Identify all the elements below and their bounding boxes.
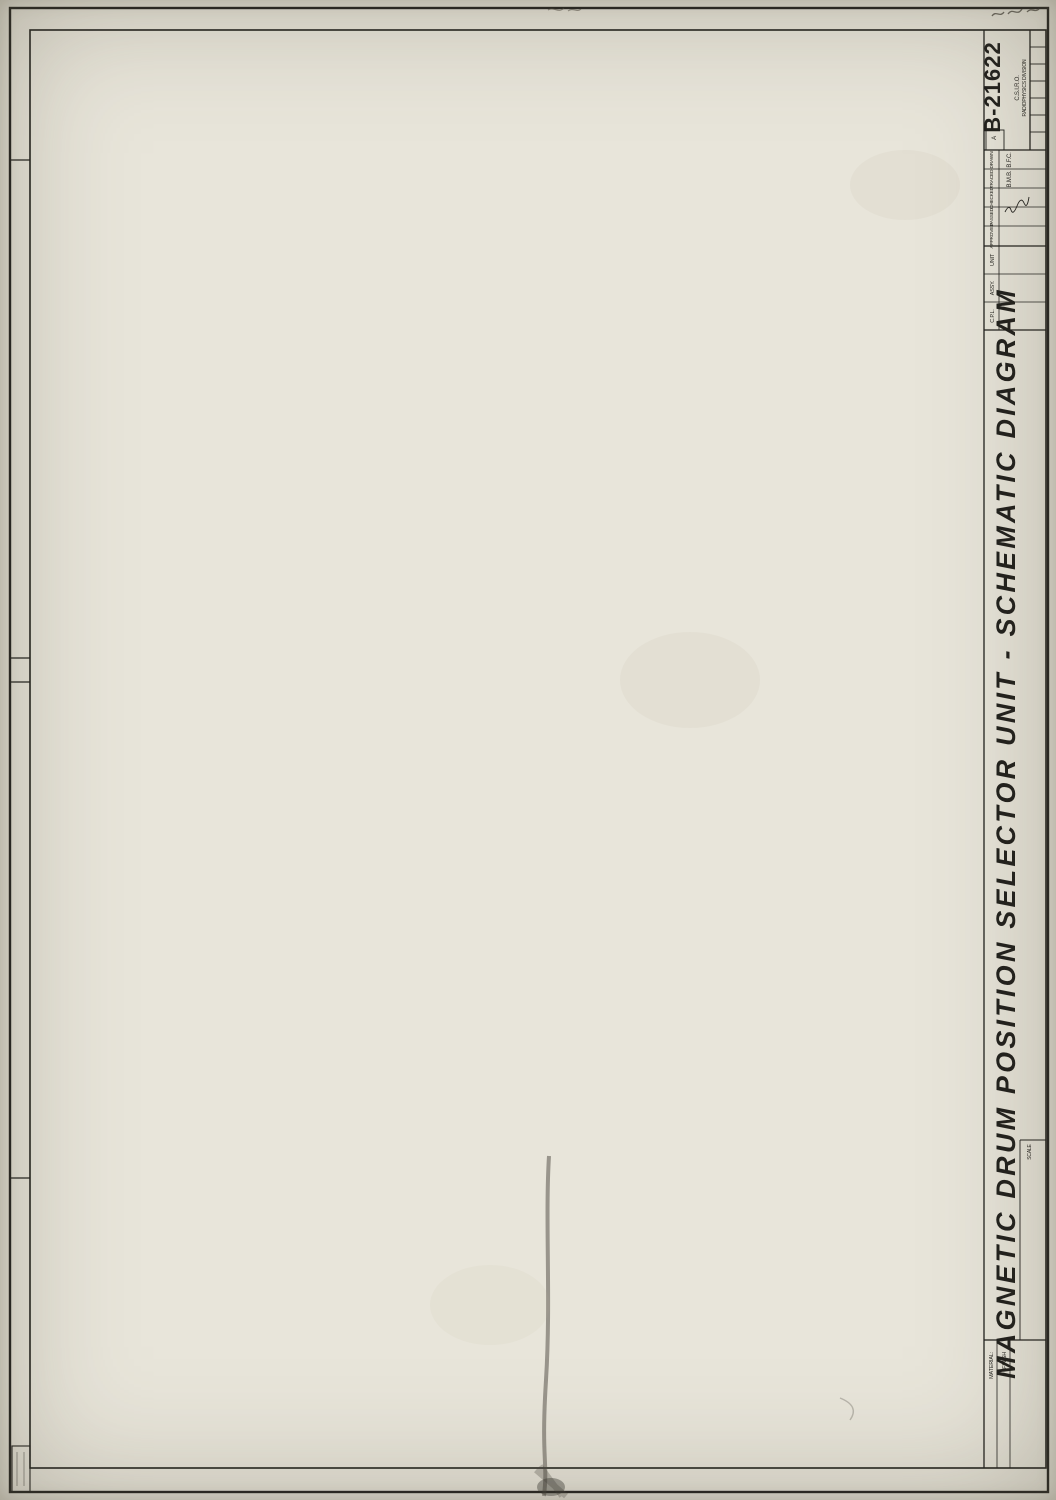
row-label-approved: APPROVED xyxy=(989,223,995,249)
drawing-title: MAGNETIC DRUM POSITION SELECTOR UNIT - S… xyxy=(991,287,1021,1379)
title-block-grid xyxy=(983,30,1046,1468)
row-value-traced: B.M.B. xyxy=(1007,170,1013,187)
scale-label: SCALE xyxy=(1027,1143,1033,1159)
row-label-checked: CHECKED xyxy=(989,186,995,209)
row-label-passed: PASSED xyxy=(989,207,995,226)
sheet-border xyxy=(8,6,1050,1494)
pencil-marks xyxy=(430,7,1040,1499)
side-label-cpl: C.P.L. xyxy=(990,309,996,323)
row-label-drawn: DRAWN xyxy=(989,151,995,169)
org-name-line1: C.S.I.R.O. xyxy=(1015,75,1021,101)
material-label: MATERIAL: xyxy=(989,1351,995,1378)
title-block: C.S.I.R.O. RADIOPHYSICS DIVISION B-21622… xyxy=(980,30,1046,1468)
side-label-unit: UNIT xyxy=(990,253,996,266)
revision-letter: A xyxy=(992,136,998,140)
drawing-number: B-21622 xyxy=(980,41,1005,132)
finish-label: FINISH xyxy=(1002,1352,1008,1369)
checked-signature xyxy=(1004,196,1030,213)
side-label-assy: ASSY. xyxy=(990,280,996,295)
org-name-line2: RADIOPHYSICS DIVISION xyxy=(1022,59,1028,117)
row-value-drawn: B.F.C. xyxy=(1007,152,1013,168)
row-label-traced: TRACED xyxy=(989,169,995,188)
